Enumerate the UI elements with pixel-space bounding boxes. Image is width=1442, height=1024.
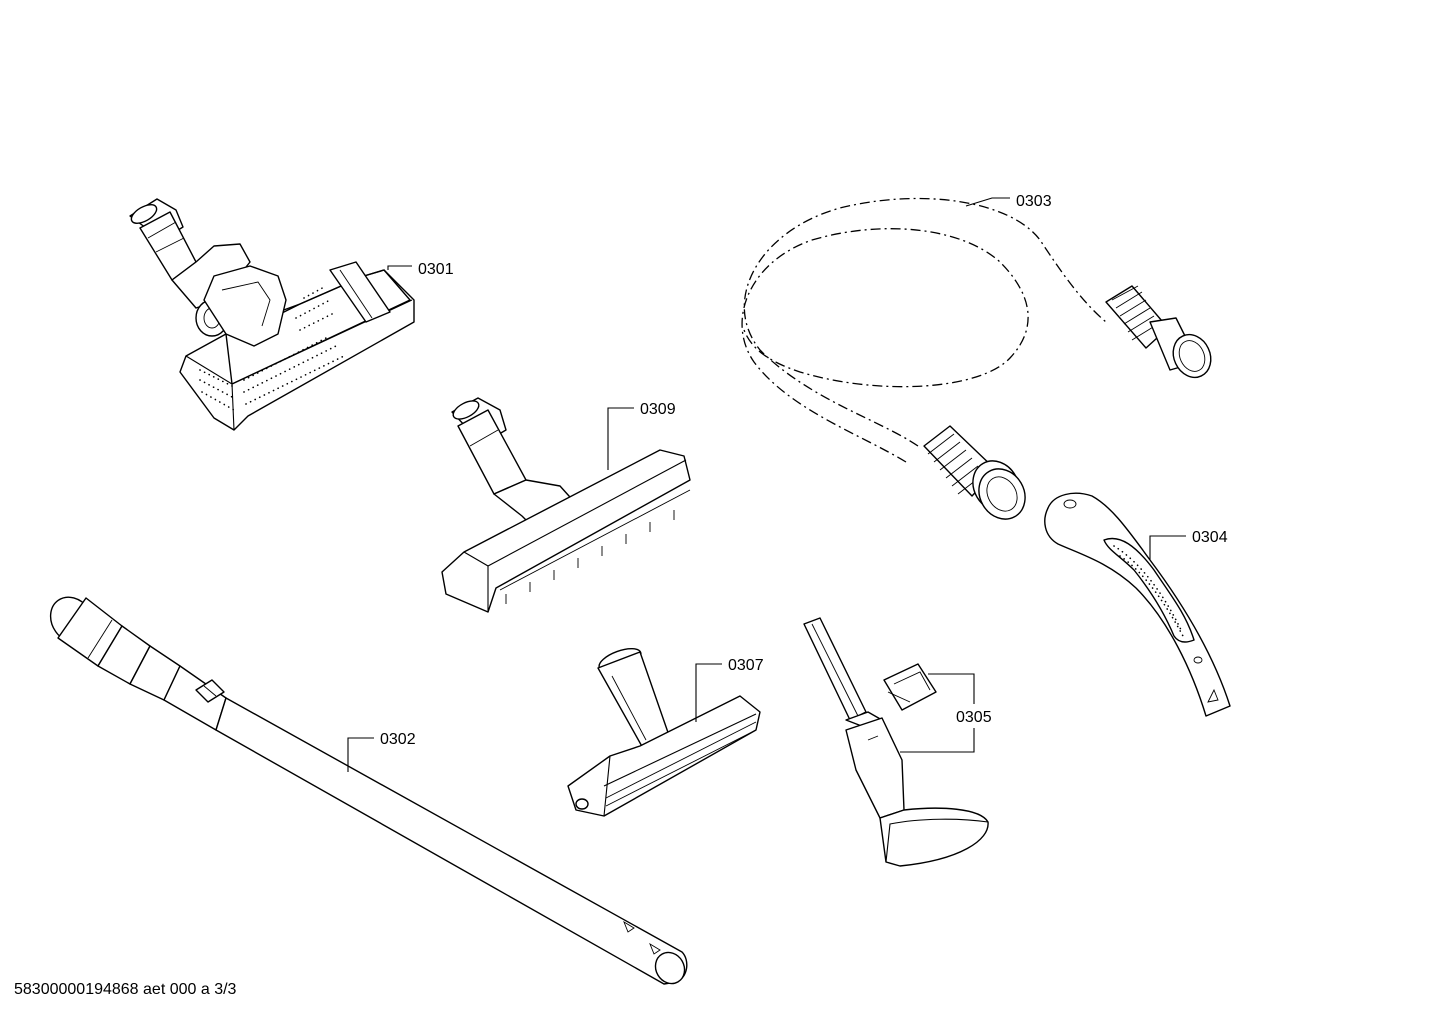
part-0301-floor-nozzle: 0301 [129, 198, 454, 431]
part-0307-upholstery-nozzle: 0307 [567, 647, 764, 817]
drawing-reference-footer: 58300000194868 aet 000 a 3/3 [14, 981, 237, 998]
part-0305-crevice-tool-and-clip: 0305 [803, 617, 992, 867]
label-0309: 0309 [640, 401, 676, 418]
part-0302-telescopic-tube: 0302 [49, 596, 688, 985]
label-0304: 0304 [1192, 529, 1228, 546]
part-0303-suction-hose: 0303 [741, 193, 1212, 520]
label-0301: 0301 [418, 261, 454, 278]
label-0303: 0303 [1016, 193, 1052, 210]
part-0304-hose-handle: 0304 [1044, 492, 1231, 717]
label-0302: 0302 [380, 731, 416, 748]
label-0305: 0305 [956, 709, 992, 726]
part-0309-parquet-nozzle: 0309 [441, 397, 691, 613]
label-0307: 0307 [728, 657, 764, 674]
